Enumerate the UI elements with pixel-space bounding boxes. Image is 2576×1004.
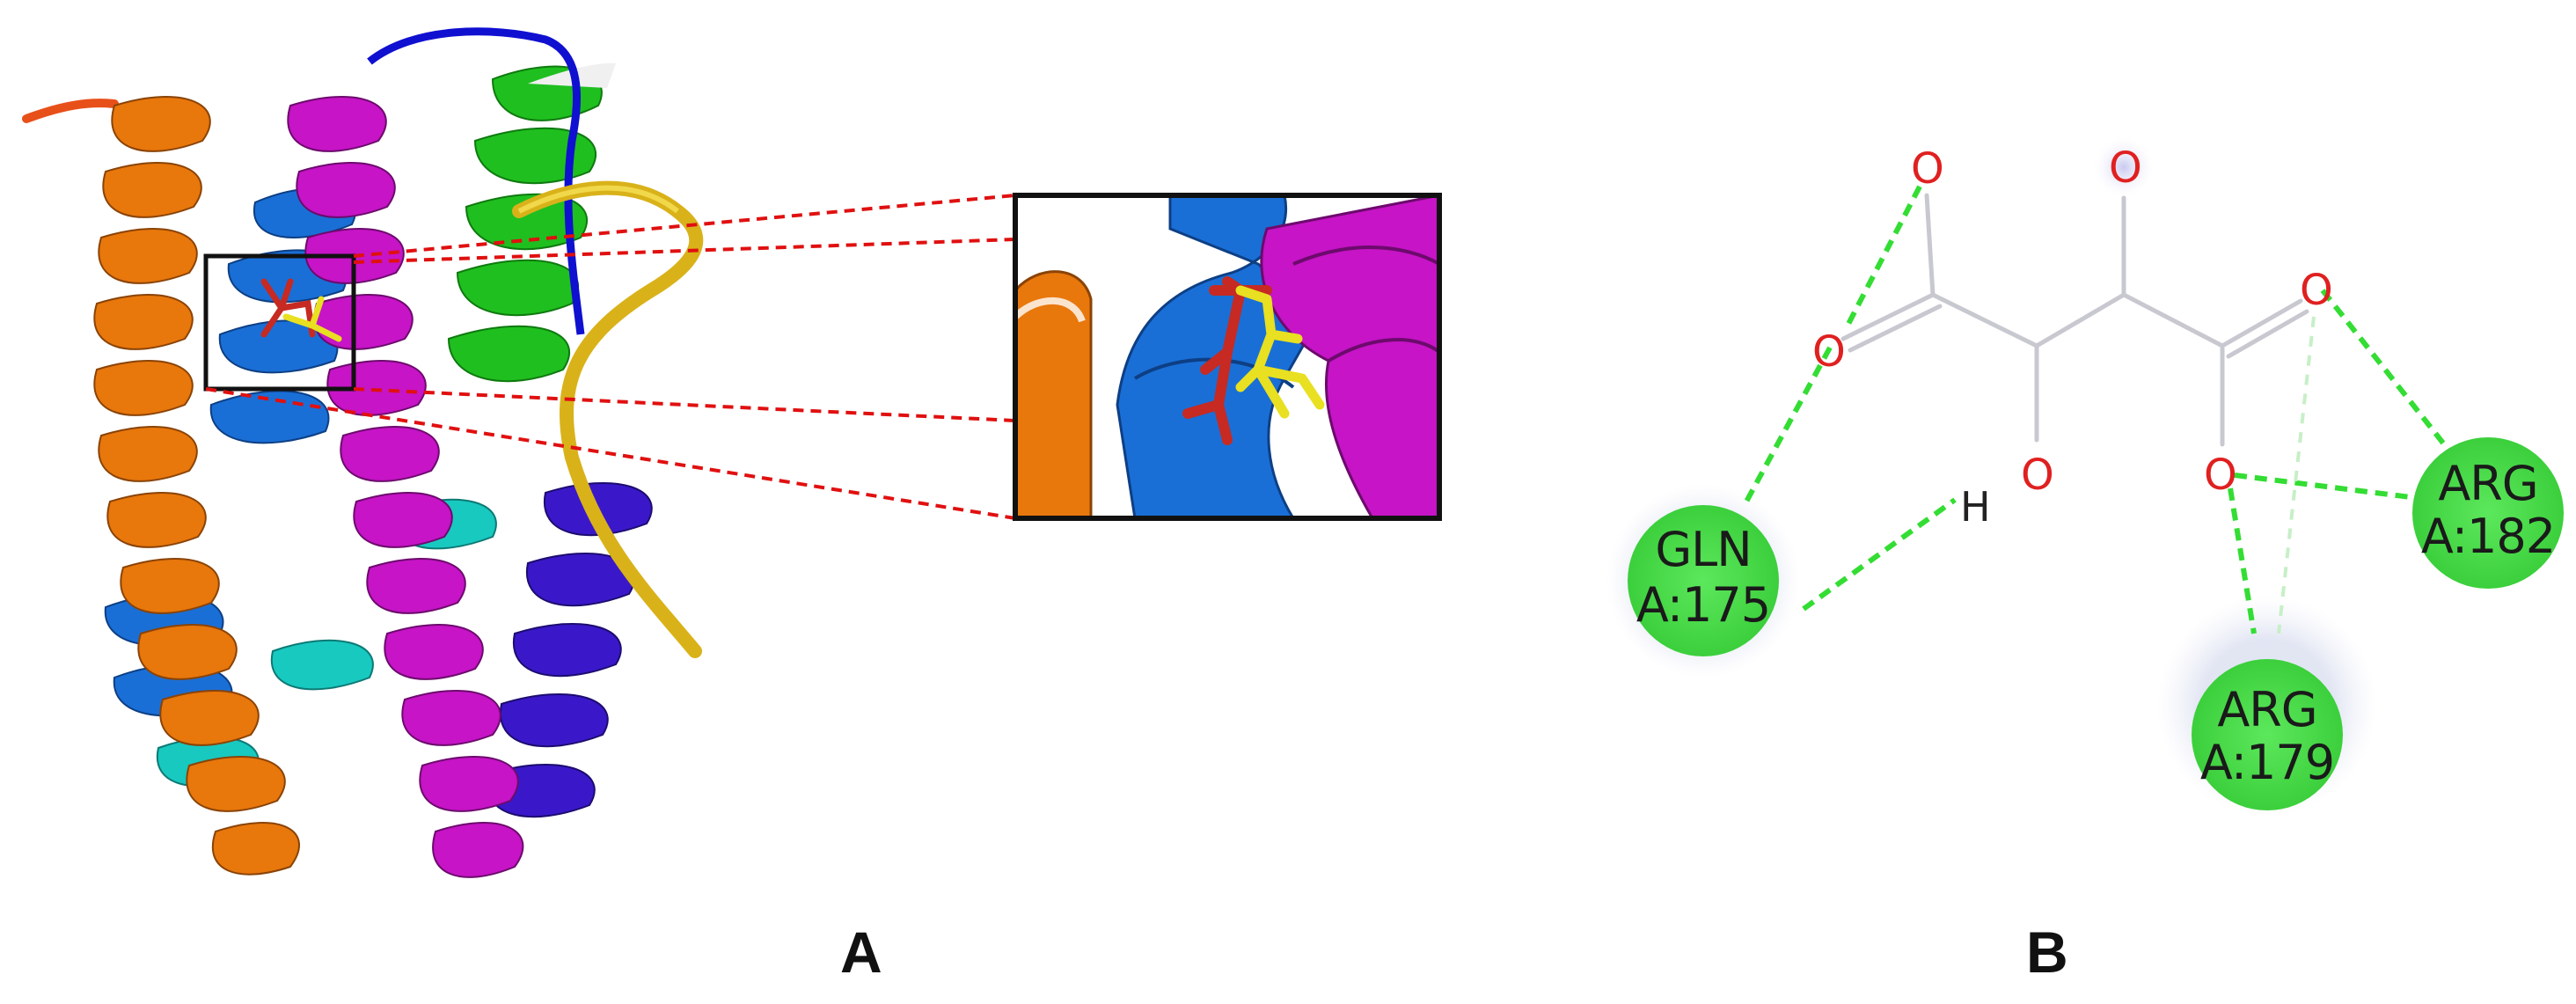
- atom-o-lower-right: O: [2204, 451, 2237, 500]
- ligand-bonds: [1841, 193, 2309, 447]
- residue-id: A:182: [2421, 509, 2555, 564]
- orange-helix: [93, 96, 300, 876]
- magenta-helix: [287, 96, 524, 878]
- interaction-diagram: O O O O O O H GLN A:175 ARG A:182 ARG A:…: [1606, 136, 2564, 816]
- atom-o-right: O: [2300, 266, 2333, 315]
- atom-o-top-left: O: [1911, 144, 1944, 194]
- indigo-helix: [486, 482, 653, 818]
- ligand-small: [260, 278, 342, 342]
- zoom-connector-lines: [205, 194, 1016, 520]
- atom-o-left: O: [1812, 327, 1846, 377]
- faint-interaction: [2277, 316, 2316, 634]
- panel-label-a: A: [840, 920, 882, 985]
- residue-name: ARG: [2438, 456, 2537, 511]
- atom-o-hydroxyl: O: [2021, 451, 2054, 500]
- binding-site-box: [203, 253, 356, 392]
- zoom-inset: [1013, 193, 1442, 521]
- panel-label-b: B: [2026, 920, 2068, 985]
- residue-name: ARG: [2217, 682, 2316, 737]
- residue-arg-179: ARG A:179: [2192, 659, 2343, 810]
- residue-gln-175: GLN A:175: [1628, 505, 1779, 656]
- residue-arg-182: ARG A:182: [2412, 437, 2564, 589]
- hydrogen-bonds: [1744, 185, 2457, 634]
- atom-h-hydroxyl: H: [1960, 483, 1991, 531]
- residue-id: A:179: [2200, 735, 2334, 790]
- atom-o-top-mid: O: [2109, 143, 2142, 193]
- blue-loop: [367, 27, 585, 335]
- residue-id: A:175: [1636, 577, 1770, 633]
- residue-name: GLN: [1655, 522, 1751, 577]
- protein-ribbon-structure: [22, 27, 704, 878]
